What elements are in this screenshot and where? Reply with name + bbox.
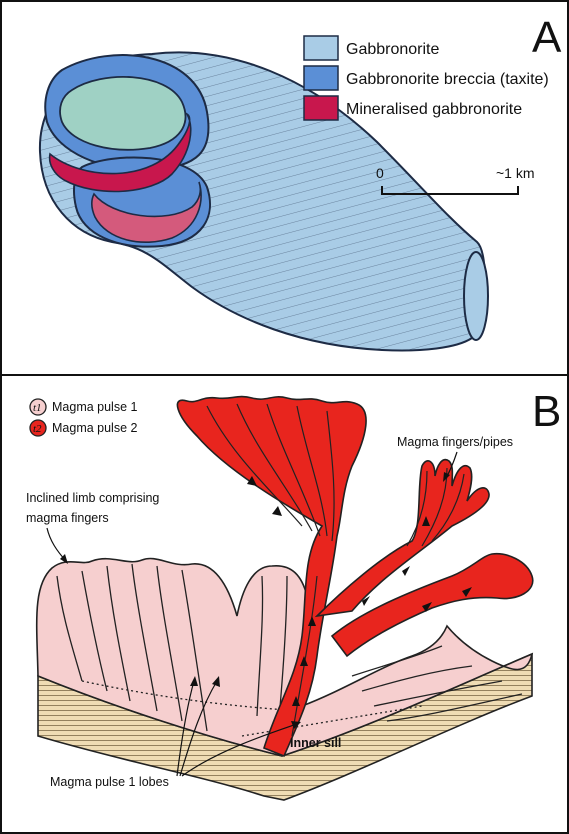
scale-end-label: ~1 km (496, 165, 535, 181)
legend-label-pulse-2: Magma pulse 2 (52, 421, 138, 435)
annotation-inclined-limb-2: magma fingers (26, 511, 109, 525)
legend-label-gabbronorite: Gabbronorite (346, 41, 439, 58)
legend-symbol-t1-text: t1 (33, 402, 42, 414)
pulse-2-lower-branch (332, 554, 533, 656)
gabbronorite-core (60, 77, 185, 150)
panel-b-diagram: t1 Magma pulse 1 t2 Magma pulse 2 Magma … (2, 376, 569, 834)
panel-a: Gabbronorite Gabbronorite breccia (taxit… (0, 0, 569, 376)
panel-b-label: B (532, 390, 561, 434)
legend-swatch-mineralised (304, 96, 338, 120)
legend-a: Gabbronorite Gabbronorite breccia (taxit… (304, 36, 549, 120)
legend-label-pulse-1: Magma pulse 1 (52, 400, 138, 414)
legend-label-mineralised: Mineralised gabbronorite (346, 101, 522, 118)
annotation-inclined-limb-1: Inclined limb comprising (26, 491, 159, 505)
legend-symbol-t2-text: t2 (33, 423, 42, 435)
scale-start-label: 0 (376, 165, 384, 181)
panel-a-diagram: Gabbronorite Gabbronorite breccia (taxit… (2, 2, 569, 378)
legend-swatch-breccia (304, 66, 338, 90)
legend-label-breccia: Gabbronorite breccia (taxite) (346, 71, 549, 88)
legend-swatch-gabbronorite (304, 36, 338, 60)
annotation-inner-sill: Inner sill (290, 736, 341, 750)
panel-b: t1 Magma pulse 1 t2 Magma pulse 2 Magma … (0, 376, 569, 834)
panel-a-label: A (532, 16, 561, 60)
legend-b: t1 Magma pulse 1 t2 Magma pulse 2 (30, 399, 138, 436)
annotation-magma-fingers-pipes: Magma fingers/pipes (397, 435, 513, 449)
annotation-pulse-1-lobes: Magma pulse 1 lobes (50, 775, 169, 789)
